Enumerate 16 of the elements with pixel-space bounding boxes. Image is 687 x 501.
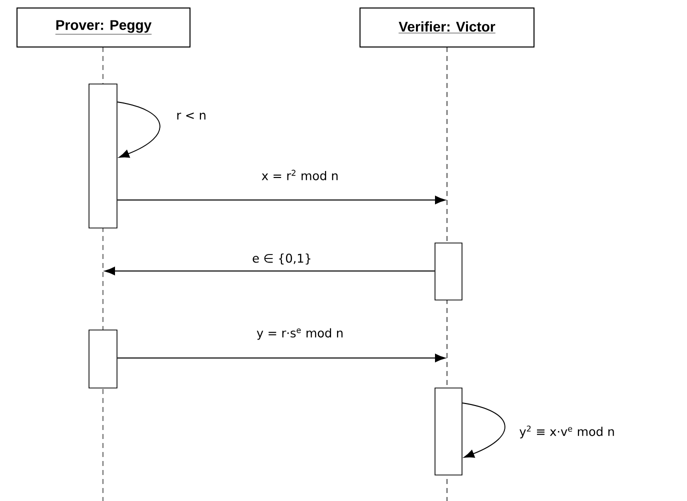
participant-box: Verifier: Victor bbox=[360, 8, 534, 48]
message-label: x = r$^{2}$ mod n bbox=[262, 170, 338, 180]
self-message-arrow bbox=[462, 402, 506, 458]
message-arrow bbox=[116, 196, 446, 204]
activation-bar bbox=[88, 330, 118, 388]
message-arrow bbox=[116, 354, 446, 362]
message-label: r < n bbox=[177, 112, 206, 120]
self-message-arrow bbox=[116, 102, 160, 158]
message-label: y$^{2}$ ≡ x·v$^{e}$ mod n bbox=[520, 426, 614, 438]
message-label: e ∈ {0,1} bbox=[252, 253, 310, 265]
activation-bar bbox=[88, 84, 118, 228]
activation-bar bbox=[434, 388, 462, 476]
participant-box: Prover: Peggy bbox=[16, 8, 190, 48]
message-arrow bbox=[104, 266, 436, 276]
message-label: y = r·s$^{e}$ mod n bbox=[256, 328, 343, 340]
activation-bar bbox=[434, 242, 462, 300]
